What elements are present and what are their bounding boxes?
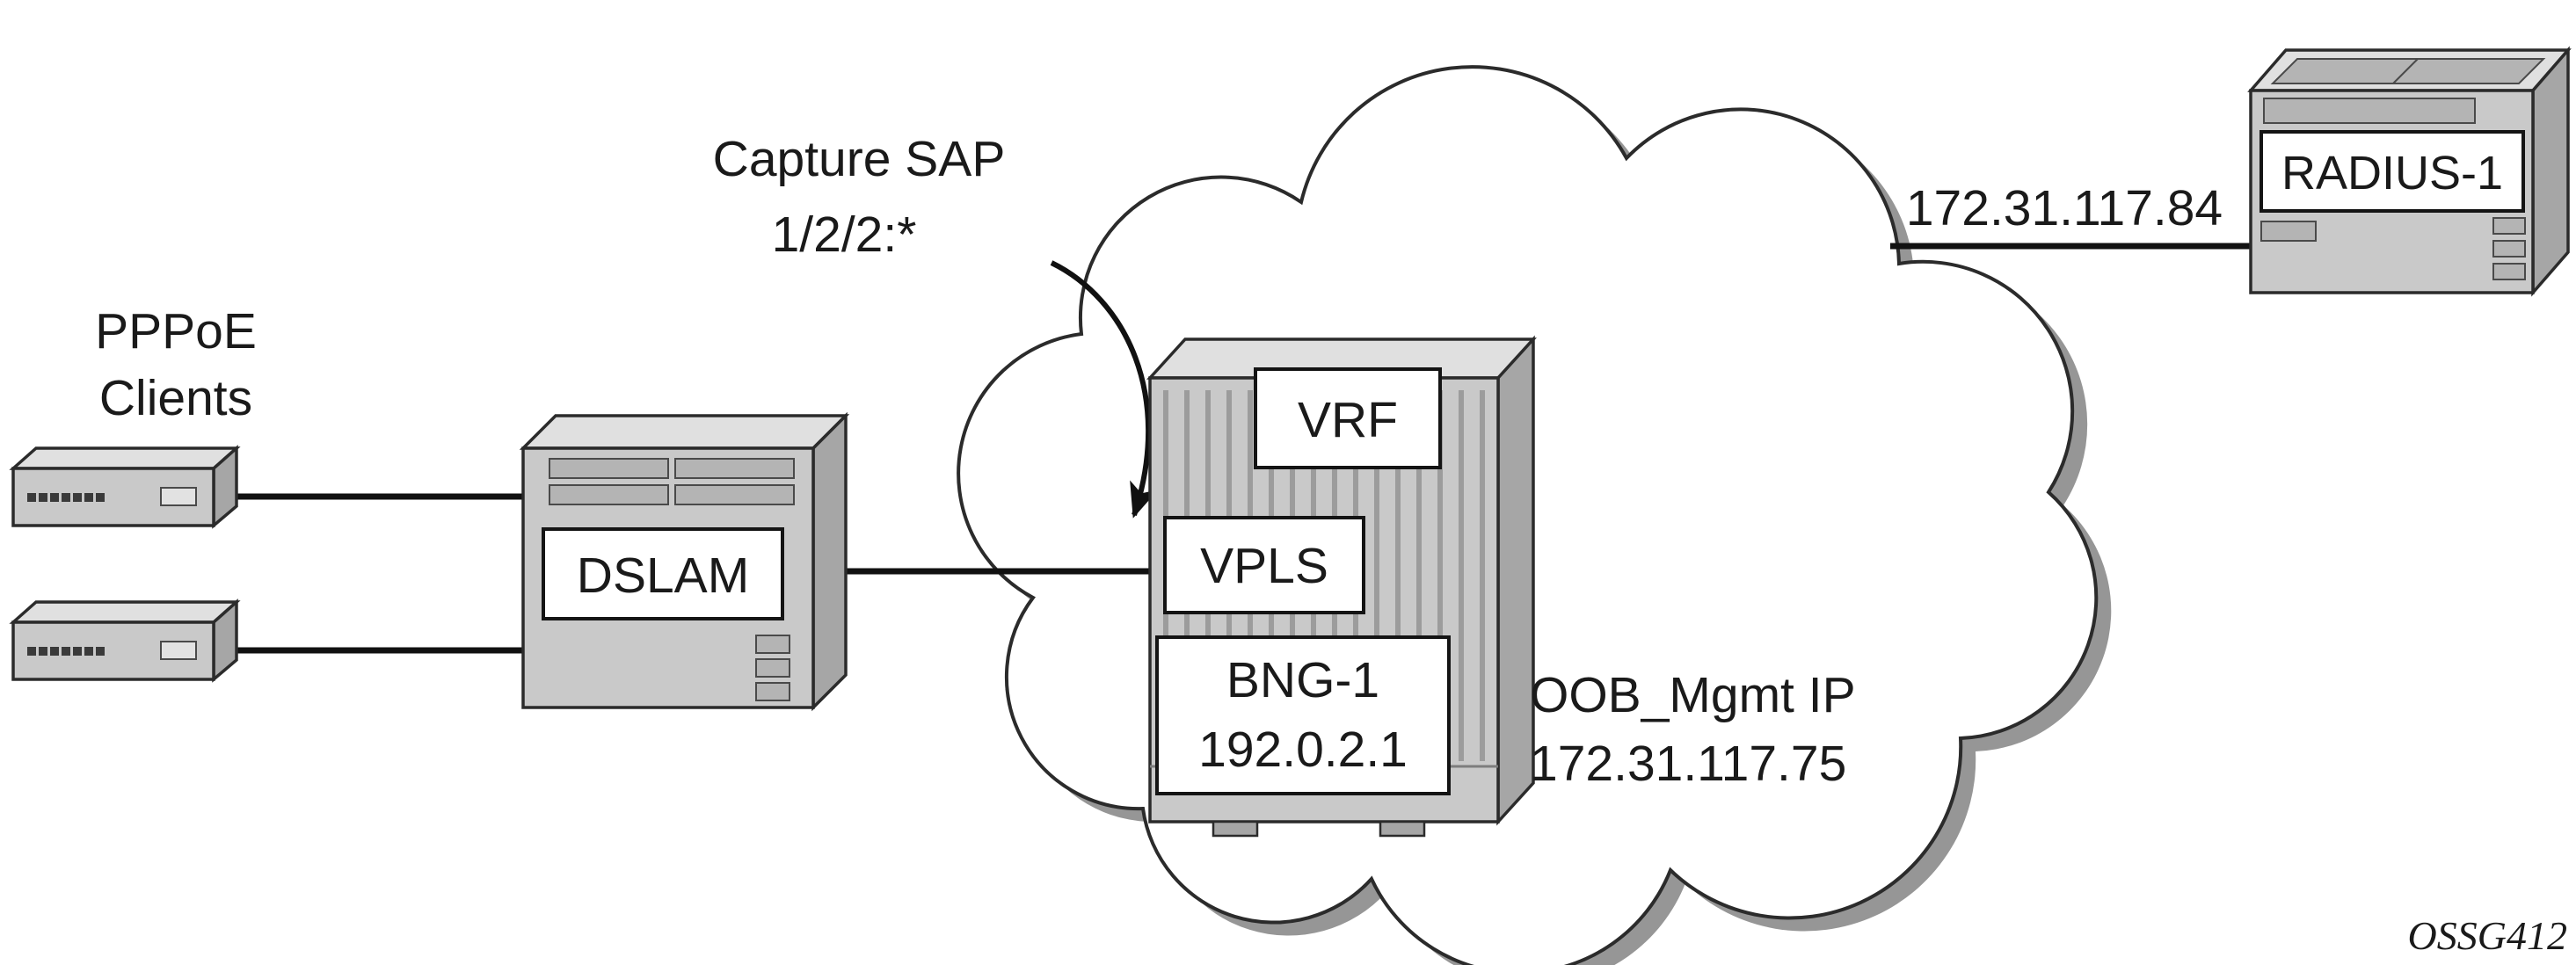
bng-foot-right xyxy=(1379,820,1426,838)
radius-vent-stack xyxy=(2492,217,2526,280)
pppoe-clients-label-line2: Clients xyxy=(99,370,252,426)
vpls-label: VPLS xyxy=(1200,538,1328,594)
pppoe-client-device-1 xyxy=(11,446,238,527)
pppoe-client-device-2 xyxy=(11,600,238,681)
dslam-vent-slots xyxy=(549,458,795,505)
vrf-box xyxy=(1254,367,1442,469)
bng-label-box xyxy=(1155,635,1451,795)
vpls-box xyxy=(1163,516,1365,614)
oob-mgmt-label-line2: 172.31.117.75 xyxy=(1530,736,1846,792)
dslam-label: DSLAM xyxy=(577,548,749,604)
capture-sap-label-line1: Capture SAP xyxy=(713,131,1006,187)
bng-name: BNG-1 xyxy=(1226,652,1379,708)
dslam-label-box xyxy=(542,527,784,620)
radius-label-box xyxy=(2259,130,2525,213)
capture-sap-label-line2: 1/2/2:* xyxy=(772,207,917,263)
dslam-device: DSLAM xyxy=(519,411,850,712)
bng-foot-left xyxy=(1212,820,1259,838)
figure-id-watermark: OSSG412 xyxy=(2408,913,2567,958)
vrf-label: VRF xyxy=(1298,392,1398,448)
bng-chassis: VRF VPLS BNG-1 192.0.2.1 xyxy=(1146,335,1537,838)
radius-label: RADIUS-1 xyxy=(2281,147,2503,200)
bng-ip: 192.0.2.1 xyxy=(1198,722,1408,778)
radius-link-ip: 172.31.117.84 xyxy=(1906,180,2223,236)
radius-drive-bay xyxy=(2260,221,2317,242)
dslam-port-stack xyxy=(755,635,790,701)
oob-mgmt-label-line1: OOB_Mgmt IP xyxy=(1530,667,1856,723)
pppoe-clients-label-line1: PPPoE xyxy=(95,303,257,359)
radius-front-slot xyxy=(2263,98,2476,124)
capture-sap-arrow xyxy=(1050,260,1159,519)
radius-top-panel xyxy=(2270,58,2546,84)
radius-server-device: RADIUS-1 xyxy=(2247,46,2572,297)
